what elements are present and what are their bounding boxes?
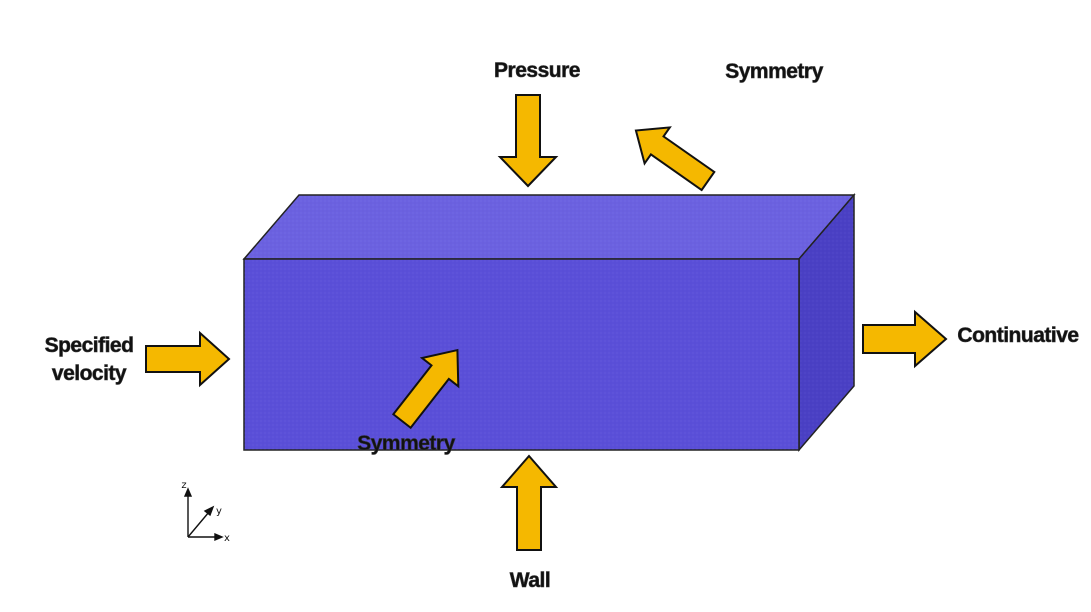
front-symmetry-arrow-icon [391, 348, 460, 430]
labels: Pressure Symmetry Specified velocity Con… [44, 59, 1079, 593]
box-side-texture [799, 195, 854, 450]
top-symmetry-arrow-icon [634, 126, 716, 192]
box-front-texture [244, 259, 799, 450]
wall-label: Wall [510, 569, 550, 592]
y-axis-label: y [216, 506, 222, 517]
z-axis-label: z [181, 480, 186, 491]
x-axis-label: x [224, 533, 230, 544]
box-top-texture [244, 195, 854, 259]
coordinate-axes [183, 487, 224, 542]
pressure-arrow-icon [497, 94, 559, 188]
top-symmetry-label: Symmetry [725, 60, 823, 83]
y-axis-arrowhead-icon [203, 505, 215, 517]
y-axis-line [187, 511, 210, 538]
pressure-label: Pressure [494, 59, 580, 82]
front-symmetry-label: Symmetry [357, 432, 455, 455]
wall-arrow-icon [499, 454, 559, 551]
continuative-label: Continuative [957, 324, 1078, 347]
specified-velocity-label-line2: velocity [52, 362, 127, 385]
arrows [145, 94, 948, 551]
specified-velocity-label-line1: Specified [45, 334, 134, 357]
x-axis-arrowhead-icon [214, 532, 224, 542]
outlet-continuative-arrow-icon [862, 309, 948, 369]
z-axis-arrowhead-icon [183, 487, 193, 497]
domain-box [242, 192, 856, 453]
inlet-velocity-arrow-icon [145, 330, 231, 388]
